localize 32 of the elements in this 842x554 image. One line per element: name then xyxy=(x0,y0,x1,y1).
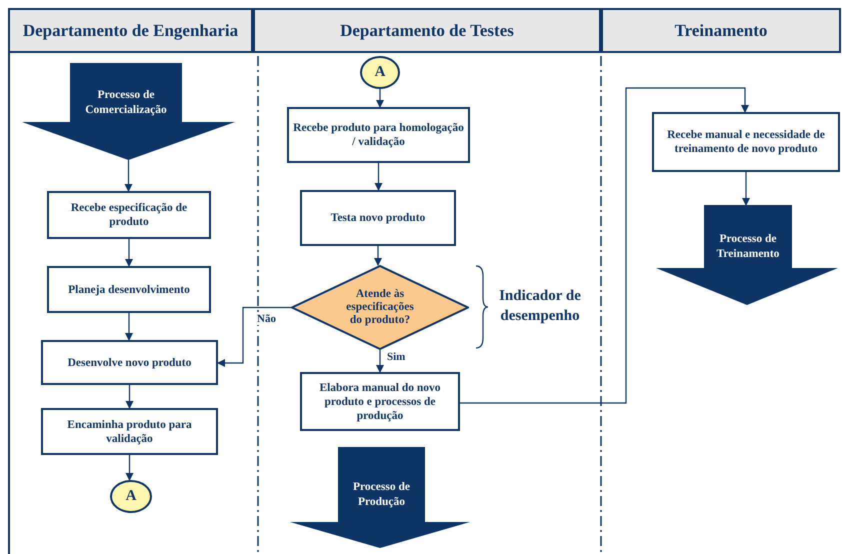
lane-header: Departamento de Engenharia xyxy=(8,8,253,53)
lane-header: Departamento de Testes xyxy=(253,8,601,53)
arrow xyxy=(374,246,382,266)
arrow xyxy=(742,172,750,206)
edge-label: Sim xyxy=(386,351,406,363)
process-arrow: Processo de Comercialização xyxy=(22,63,235,160)
arrow xyxy=(125,239,133,267)
process-box: Desenvolve novo produto xyxy=(41,340,218,385)
arrow xyxy=(125,313,133,341)
process-box: Planeja desenvolvimento xyxy=(47,266,211,313)
arrow xyxy=(376,350,384,373)
lane-header: Treinamento xyxy=(601,8,841,53)
arrow xyxy=(376,89,384,108)
process-arrow: Processo de Treinamento xyxy=(656,205,838,305)
arrow xyxy=(460,87,749,404)
process-box: Encaminha produto para validação xyxy=(41,408,218,455)
indicator-label: Indicador de desempenho xyxy=(498,287,582,326)
process-box: Recebe produto para homologação / validação xyxy=(287,107,470,163)
process-box: Recebe especificação de produto xyxy=(47,191,211,239)
edge-label: Não xyxy=(256,313,277,325)
process-box: Elabora manual do novo produto e processos de produção xyxy=(300,372,460,431)
arrow xyxy=(217,306,291,367)
process-arrow: Processo de Produção xyxy=(290,447,470,548)
arrow xyxy=(126,455,134,481)
arrow xyxy=(126,385,134,409)
arrow xyxy=(374,163,382,191)
connector-circle: A xyxy=(360,56,400,89)
arrow xyxy=(124,160,132,192)
process-box: Recebe manual e necessidade de treinamento de novo produto xyxy=(652,112,840,172)
connector-circle: A xyxy=(110,480,152,513)
decision-diamond: Atende às especificações do produto? xyxy=(291,265,469,350)
process-box: Testa novo produto xyxy=(300,190,456,246)
